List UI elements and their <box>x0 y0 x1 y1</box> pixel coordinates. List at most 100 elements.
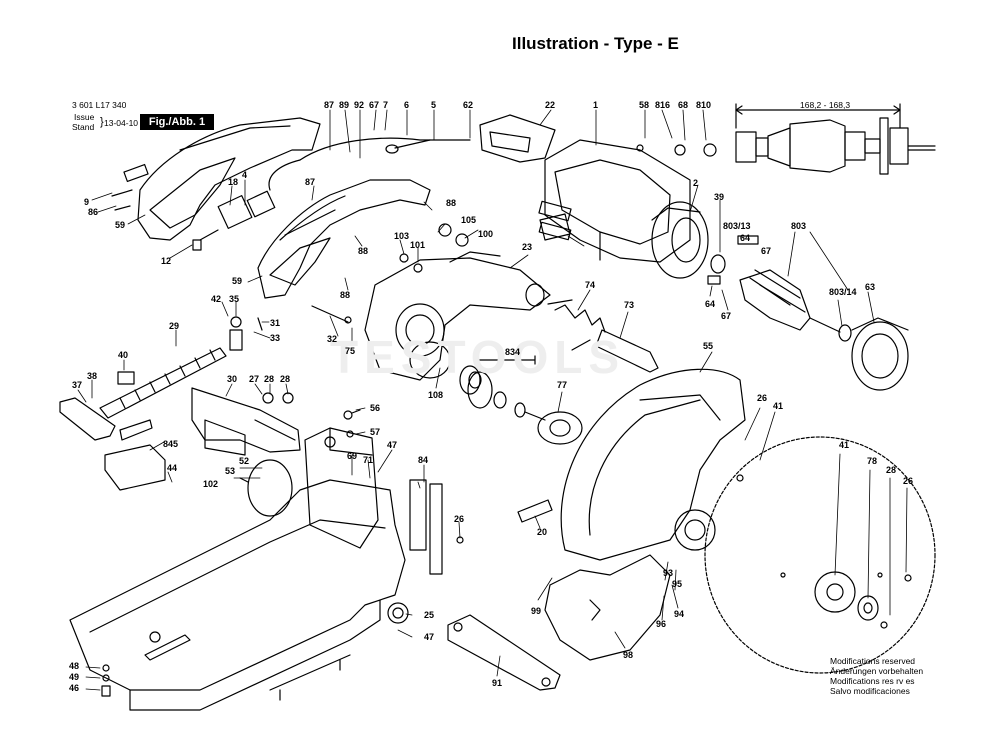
part-label: 803/13 <box>723 221 751 231</box>
part-label: 33 <box>270 333 281 343</box>
note-line: Modifications reserved <box>830 656 916 666</box>
part-label: 18 <box>228 177 239 187</box>
part-label: 64 <box>705 299 716 309</box>
armature-part <box>708 236 851 341</box>
part-label: 20 <box>537 527 548 537</box>
part-label: 92 <box>354 100 365 110</box>
part-label: 26 <box>903 476 914 486</box>
part-label: 53 <box>225 466 236 476</box>
part-label: 32 <box>327 334 338 344</box>
figure-label: Fig./Abb. 1 <box>140 114 214 130</box>
part-label: 71 <box>363 455 374 465</box>
watermark: TESTOOLS <box>330 331 626 383</box>
stand-label: Stand <box>72 122 95 132</box>
part-label: 73 <box>624 300 635 310</box>
part-label: 78 <box>867 456 878 466</box>
part-label: 40 <box>118 350 129 360</box>
part-label: 845 <box>163 439 179 449</box>
part-label: 68 <box>678 100 689 110</box>
blade-guard-part <box>561 369 745 560</box>
part-label: 67 <box>761 246 772 256</box>
page-title: Illustration - Type - E <box>512 34 679 53</box>
brush-cover-part <box>480 115 555 162</box>
lower-guard-part <box>545 555 670 660</box>
part-label: 64 <box>740 233 751 243</box>
part-label: 84 <box>418 455 429 465</box>
part-label: 57 <box>370 427 381 437</box>
column-part <box>305 428 442 574</box>
part-label: 25 <box>424 610 435 620</box>
gear-set-part <box>460 356 535 417</box>
pin-part <box>596 330 658 372</box>
part-label: 2 <box>693 178 699 188</box>
part-label: 49 <box>69 672 80 682</box>
part-label: 47 <box>387 440 398 450</box>
base-plate-part <box>70 480 405 710</box>
note-line: Änderungen vorbehalten <box>830 666 924 676</box>
part-label: 1 <box>593 100 599 110</box>
part-label: 9 <box>84 197 90 207</box>
part-label: 44 <box>167 463 178 473</box>
part-label: 48 <box>69 661 80 671</box>
part-label: 4 <box>242 170 248 180</box>
part-label: 55 <box>703 341 714 351</box>
part-label: 6 <box>404 100 410 110</box>
rear-handle-part <box>112 118 320 240</box>
part-label: 38 <box>87 371 98 381</box>
front-handle-part <box>258 180 430 298</box>
bracket-part <box>448 615 560 690</box>
part-label: 69 <box>347 451 358 461</box>
part-label: 93 <box>663 568 674 578</box>
power-cable <box>300 138 470 160</box>
doc-number: 3 601 L17 340 <box>72 100 127 110</box>
part-label: 100 <box>478 229 494 239</box>
part-label: 30 <box>227 374 238 384</box>
part-label: 74 <box>585 280 596 290</box>
part-label: 803/14 <box>829 287 857 297</box>
field-coil-part <box>652 202 708 278</box>
part-label: 75 <box>345 346 356 356</box>
part-label: 67 <box>369 100 380 110</box>
fan-guard-part <box>852 318 908 390</box>
part-label: 23 <box>522 242 533 252</box>
modifications-note: Modifications reserved Änderungen vorbeh… <box>830 656 923 696</box>
part-label: 5 <box>431 100 437 110</box>
part-label: 52 <box>239 456 250 466</box>
note-line: Modifications res rv es <box>830 676 915 686</box>
switch-assembly <box>193 160 300 250</box>
part-label: 26 <box>757 393 768 403</box>
part-label: 63 <box>865 282 876 292</box>
spindle-flange-part <box>525 412 582 444</box>
part-label: 91 <box>492 678 503 688</box>
issue-brace: } <box>100 116 104 128</box>
part-label: 59 <box>115 220 126 230</box>
part-label: 28 <box>886 465 897 475</box>
part-label: 95 <box>672 579 683 589</box>
part-label: 39 <box>714 192 725 202</box>
part-label: 803 <box>791 221 807 231</box>
part-label: 105 <box>461 215 477 225</box>
part-label: 31 <box>270 318 281 328</box>
motor-dimension-drawing <box>736 104 935 174</box>
part-label: 28 <box>280 374 291 384</box>
issue-label: Issue <box>74 112 95 122</box>
part-label: 62 <box>463 100 474 110</box>
part-label: 88 <box>358 246 369 256</box>
part-label: 29 <box>169 321 180 331</box>
part-label: 99 <box>531 606 542 616</box>
part-label: 103 <box>394 231 410 241</box>
dimension-label: 168,2 - 168,3 <box>800 100 851 110</box>
part-label: 96 <box>656 619 667 629</box>
part-label: 88 <box>340 290 351 300</box>
part-label: 41 <box>839 440 850 450</box>
part-label: 101 <box>410 240 426 250</box>
part-label: 47 <box>424 632 435 642</box>
motor-housing-part <box>539 140 690 262</box>
part-label: 89 <box>339 100 350 110</box>
part-label: 59 <box>232 276 243 286</box>
gear-housing-part <box>365 252 550 380</box>
part-label: 87 <box>324 100 335 110</box>
spring-part <box>548 300 605 350</box>
part-label: 102 <box>203 479 219 489</box>
part-label: 98 <box>623 650 634 660</box>
